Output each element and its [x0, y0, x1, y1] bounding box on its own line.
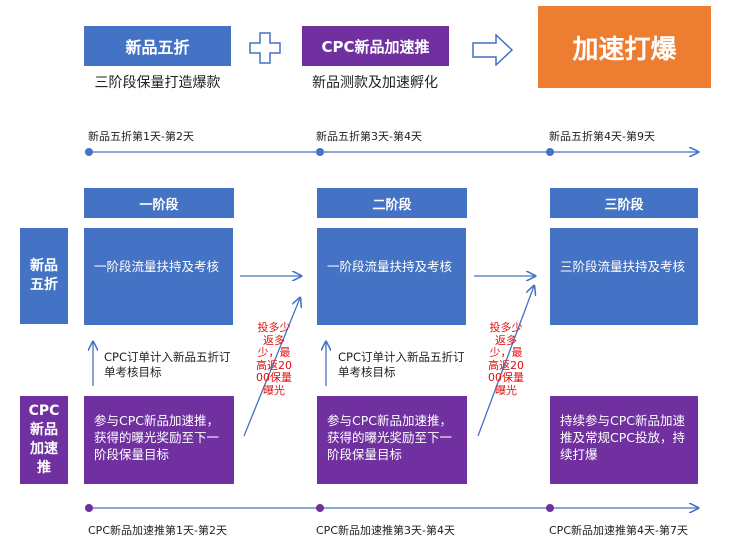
- stage-1-header: 一阶段: [84, 188, 234, 218]
- stage-2-cpc-box: 参与CPC新品加速推，获得的曝光奖励至下一阶段保量目标: [317, 396, 467, 484]
- boost-header-box: 加速打爆: [538, 6, 711, 88]
- timeline-top-dot-1: [85, 148, 93, 156]
- timeline-top-label-2: 新品五折第3天-第4天: [316, 130, 422, 143]
- stage-2-note: CPC订单计入新品五折订单考核目标: [338, 350, 465, 379]
- row-label-wuzhe: 新品五折: [20, 228, 68, 324]
- timeline-bottom-dot-2: [316, 504, 324, 512]
- cpc-header-subtitle: 新品测款及加速孵化: [312, 75, 438, 91]
- row-label-cpc-text: CPC新品加速推: [28, 403, 60, 476]
- stage-3-cpc-box: 持续参与CPC新品加速推及常规CPC投放，持续打爆: [550, 396, 698, 484]
- red-note-2: 投多少返多少，最高返2000保量曝光: [488, 321, 524, 397]
- wuzhe-header-subtitle: 三阶段保量打造爆款: [94, 75, 221, 91]
- stage-1-note: CPC订单计入新品五折订单考核目标: [104, 350, 231, 379]
- timeline-bottom-dot-1: [85, 504, 93, 512]
- diagonal-arrow-2: [477, 286, 534, 437]
- timeline-top-dot-3: [546, 148, 554, 156]
- timeline-top-label-3: 新品五折第4天-第9天: [549, 130, 655, 143]
- timeline-bottom-label-1: CPC新品加速推第1天-第2天: [88, 524, 227, 537]
- timeline-top-label-1: 新品五折第1天-第2天: [88, 130, 194, 143]
- timeline-bottom-label-3: CPC新品加速推第4天-第7天: [549, 524, 688, 537]
- stage-1-cpc-box: 参与CPC新品加速推，获得的曝光奖励至下一阶段保量目标: [84, 396, 234, 484]
- red-note-1: 投多少返多少，最高返2000保量曝光: [256, 321, 292, 397]
- diagonal-arrow-1: [243, 298, 300, 437]
- stage-2-body: 一阶段流量扶持及考核: [317, 228, 466, 325]
- row-label-wuzhe-text: 新品五折: [30, 258, 58, 293]
- stage-1-body: 一阶段流量扶持及考核: [84, 228, 233, 325]
- timeline-bottom-label-2: CPC新品加速推第3天-第4天: [316, 524, 455, 537]
- timeline-bottom-dot-3: [546, 504, 554, 512]
- row-label-cpc: CPC新品加速推: [20, 396, 68, 484]
- right-arrow-icon: [472, 34, 514, 66]
- stage-2-header: 二阶段: [317, 188, 467, 218]
- stage-3-header: 三阶段: [550, 188, 698, 218]
- stage-3-body: 三阶段流量扶持及考核: [550, 228, 698, 325]
- wuzhe-header-box: 新品五折: [84, 26, 231, 66]
- plus-icon: [249, 32, 281, 64]
- cpc-header-box: CPC新品加速推: [302, 26, 449, 66]
- timeline-top-dot-2: [316, 148, 324, 156]
